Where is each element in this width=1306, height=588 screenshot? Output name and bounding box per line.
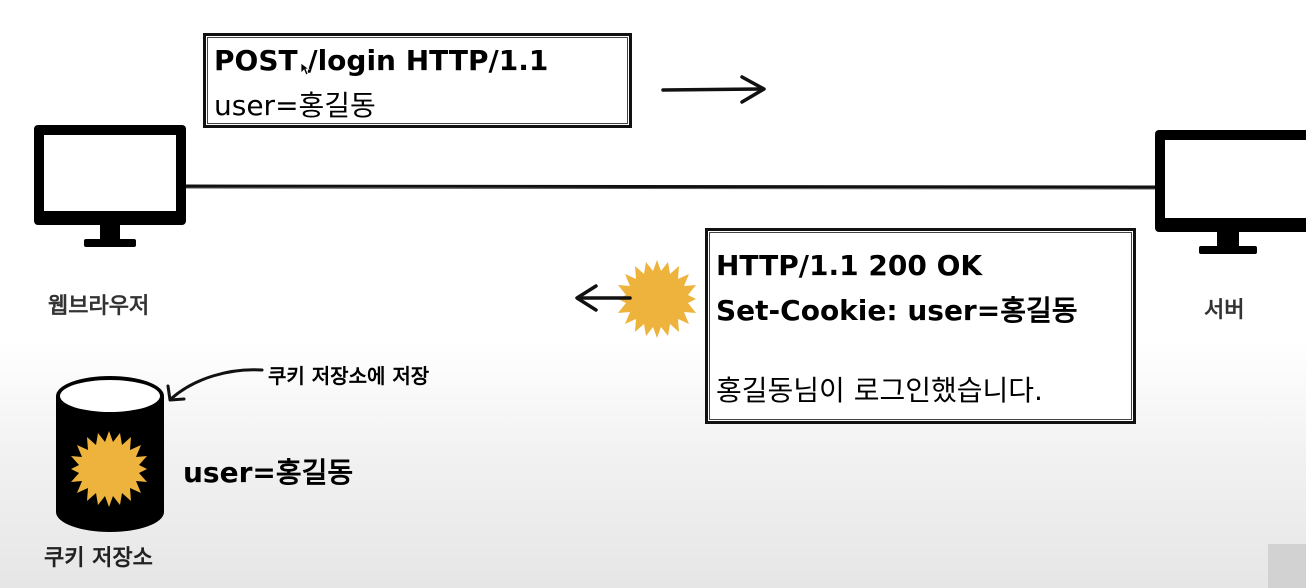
browser-monitor-icon [34, 125, 186, 247]
response-box: HTTP/1.1 200 OK Set-Cookie: user=홍길동 홍길동… [705, 228, 1136, 424]
response-status-line: HTTP/1.1 200 OK [716, 249, 983, 282]
corner-overlay [1268, 544, 1306, 588]
request-line: POST /login HTTP/1.1 [214, 44, 549, 77]
stored-cookie-value: user=홍길동 [183, 456, 354, 489]
response-set-cookie-header: Set-Cookie: user=홍길동 [716, 294, 1078, 327]
cookie-storage-label: 쿠키 저장소 [44, 546, 153, 571]
browser-label: 웹브라우저 [48, 294, 150, 319]
response-body: 홍길동님이 로그인했습니다. [716, 374, 1043, 407]
store-note: 쿠키 저장소에 저장 [268, 364, 430, 388]
cookie-icon [618, 260, 696, 338]
request-body: user=홍길동 [214, 89, 376, 122]
request-box: POST /login HTTP/1.1 user=홍길동 [203, 33, 632, 128]
cursor-icon [300, 62, 310, 76]
server-monitor-icon [1155, 130, 1306, 254]
response-arrow-icon [575, 284, 632, 312]
store-arrow-icon [166, 368, 264, 402]
request-arrow-icon [661, 75, 766, 104]
server-label: 서버 [1204, 298, 1245, 323]
cookie-storage-cylinder-icon [56, 376, 164, 532]
